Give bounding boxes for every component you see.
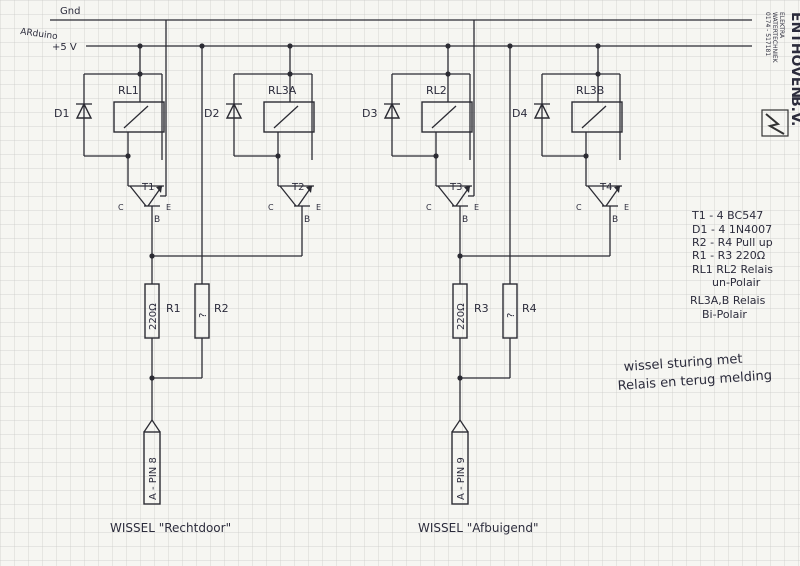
- pin-e-label: E: [316, 203, 321, 212]
- resistor-pull-label: R2: [214, 302, 229, 315]
- transistor-collector: [587, 185, 605, 207]
- junction-dot: [125, 153, 131, 159]
- transistor-label: T4: [599, 182, 612, 193]
- note-line: R1 - R3 220Ω: [692, 249, 765, 262]
- diode-symbol: [75, 102, 93, 119]
- junction-dot: [287, 43, 293, 49]
- note-line: T1 - 4 BC547: [691, 209, 763, 222]
- diode-label: D4: [512, 107, 527, 120]
- label-gnd: Gnd: [60, 6, 80, 17]
- junction-dot: [445, 43, 451, 49]
- transistor-label: T3: [449, 182, 462, 193]
- resistor-main-value: 220Ω: [148, 303, 159, 330]
- pin-c-label: C: [268, 203, 274, 212]
- relay-label: RL2: [426, 84, 447, 97]
- relay-coil-diag: [273, 105, 299, 129]
- pin-label: A - PIN 9: [456, 457, 467, 500]
- transistor-label: T2: [291, 182, 304, 193]
- pin-chevron: [143, 418, 161, 433]
- relay-coil: [571, 101, 623, 133]
- pin-b-label: B: [462, 215, 468, 225]
- note-line: un-Polair: [712, 276, 761, 289]
- relay-coil: [113, 101, 165, 133]
- transistor-label: T1: [141, 182, 154, 193]
- diode-symbol: [533, 102, 551, 119]
- pin-e-label: E: [166, 203, 171, 212]
- resistor-main-value: 220Ω: [456, 303, 467, 330]
- diode-symbol: [383, 102, 401, 119]
- junction-dot: [275, 153, 281, 159]
- diode-label: D1: [54, 107, 69, 120]
- relay-label: RL1: [118, 84, 139, 97]
- diode-symbol: [225, 102, 243, 119]
- junction-dot: [507, 43, 513, 49]
- relay-coil: [263, 101, 315, 133]
- pin-connector: [143, 431, 161, 505]
- resistor-pull-label: R4: [522, 302, 537, 315]
- stamp-logo: [761, 109, 789, 137]
- resistor-main-label: R1: [166, 302, 181, 315]
- junction-dot: [583, 153, 589, 159]
- pin-chevron: [451, 418, 469, 433]
- stamp-line-1: ELEKTRA: [778, 12, 785, 39]
- relay-label: RL3B: [576, 84, 604, 97]
- pin-c-label: C: [576, 203, 582, 212]
- resistor-pull-value: ?: [506, 313, 517, 318]
- relay-coil-diag: [123, 105, 149, 129]
- stamp-suffix: B.V.: [788, 96, 800, 126]
- relay-coil-diag: [581, 105, 607, 129]
- stamp-line-3: 0174 - 517181: [764, 12, 771, 56]
- junction-dot: [433, 153, 439, 159]
- relay-coil-diag: [431, 105, 457, 129]
- resistor-main-label: R3: [474, 302, 489, 315]
- transistor-collector: [129, 185, 147, 207]
- transistor-collector: [437, 185, 455, 207]
- junction-dot: [137, 43, 143, 49]
- note-line: R2 - R4 Pull up: [692, 236, 773, 249]
- junction-dot: [595, 43, 601, 49]
- note-line: RL1 RL2 Relais: [692, 263, 773, 276]
- diode-label: D2: [204, 107, 219, 120]
- resistor-pull-value: ?: [198, 313, 209, 318]
- relay-coil: [421, 101, 473, 133]
- emitter-arrow: [156, 186, 162, 193]
- stamp-line-2: WATERTECHNIEK: [771, 12, 778, 64]
- diode-label: D3: [362, 107, 377, 120]
- emitter-arrow: [306, 186, 312, 193]
- relay-label: RL3A: [268, 84, 297, 97]
- pin-b-label: B: [154, 215, 160, 225]
- label-vplus: +5 V: [52, 42, 77, 53]
- company-stamp: ENTHOVEN B.V. ELEKTRA WATERTECHNIEK 0174…: [761, 12, 800, 137]
- emitter-arrow: [614, 186, 620, 193]
- pin-b-label: B: [612, 215, 618, 225]
- pin-e-label: E: [474, 203, 479, 212]
- channel-caption: WISSEL "Afbuigend": [418, 521, 539, 535]
- pin-label: A - PIN 8: [148, 457, 159, 500]
- channel-caption: WISSEL "Rechtdoor": [110, 521, 231, 535]
- note-line: Bi-Polair: [702, 308, 747, 321]
- pin-c-label: C: [118, 203, 124, 212]
- junction-dot: [199, 43, 205, 49]
- stamp-brand: ENTHOVEN: [788, 12, 800, 98]
- component-notes: T1 - 4 BC547 D1 - 4 1N4007 R2 - R4 Pull …: [690, 209, 773, 321]
- emitter-arrow: [464, 186, 470, 193]
- transistor-collector: [279, 185, 297, 207]
- note-line: D1 - 4 1N4007: [692, 223, 772, 236]
- pin-connector: [451, 431, 469, 505]
- pin-c-label: C: [426, 203, 432, 212]
- note-line: RL3A,B Relais: [690, 294, 766, 307]
- pin-e-label: E: [624, 203, 629, 212]
- pin-b-label: B: [304, 215, 310, 225]
